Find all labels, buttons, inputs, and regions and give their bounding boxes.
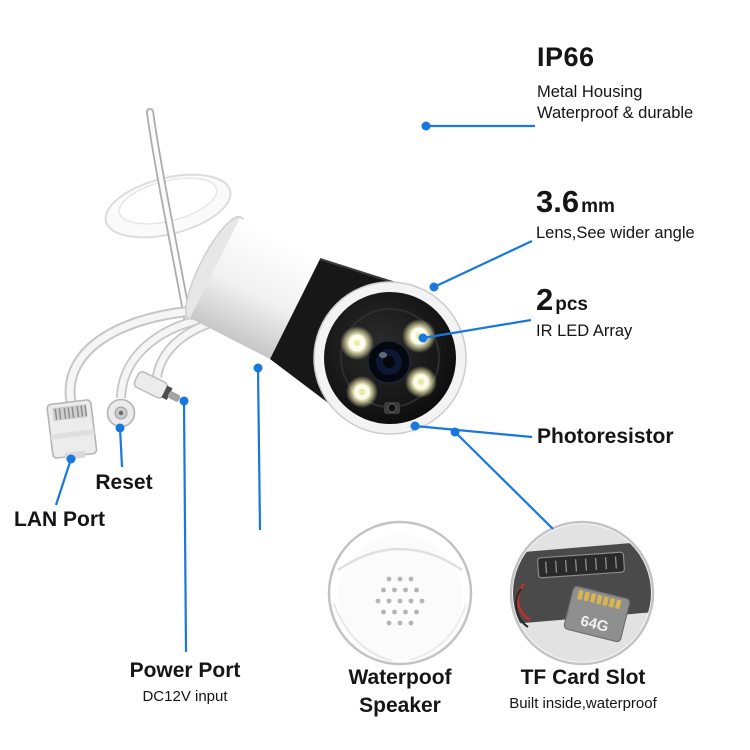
lens-desc: Lens,See wider angle	[536, 224, 695, 242]
tf-card-inset: 64G	[509, 520, 655, 666]
callout-line-lan	[54, 458, 73, 506]
callout-dot-lens	[429, 282, 439, 292]
callout-photoresistor-label: Photoresistor	[537, 425, 674, 448]
callout-dot-power	[179, 396, 189, 406]
callout-lines	[54, 124, 554, 653]
callout-line-tf	[454, 431, 554, 530]
callout-line-power	[182, 400, 188, 653]
callout-line-lens	[433, 240, 533, 288]
lens-unit: mm	[581, 196, 615, 217]
cables-icon	[64, 304, 210, 403]
callout-dot-reset	[115, 423, 125, 433]
ip66-desc1: Metal Housing	[537, 83, 643, 101]
lens-value: 3.6	[536, 184, 580, 219]
speaker-holes-icon	[375, 576, 425, 626]
callout-dot-ip66	[421, 121, 431, 131]
ir-led-desc: IR LED Array	[536, 322, 633, 340]
callout-lan-port-label: LAN Port	[14, 508, 105, 531]
tf-card-label: 64G	[579, 613, 611, 636]
callout-power-port: Power Port DC12V input	[103, 659, 267, 705]
red-wire-icon	[516, 583, 531, 622]
ip66-desc2: Waterproof & durable	[537, 104, 694, 122]
speaker-inset	[327, 520, 473, 666]
callout-ip66: IP66 Metal Housing Waterproof & durable	[537, 42, 693, 124]
callout-line-speaker	[256, 367, 262, 531]
callout-dot-speaker	[253, 363, 263, 373]
tf-card-desc: Built inside,waterproof	[509, 695, 657, 712]
tf-slot-icon	[537, 551, 625, 579]
callout-reset-label: Reset	[95, 471, 153, 494]
tf-card-slot-label: TF Card Slot	[520, 666, 646, 689]
ir-led-unit: pcs	[555, 294, 588, 315]
power-port-desc: DC12V input	[142, 688, 228, 705]
reset-connector-icon	[106, 398, 136, 428]
camera-front	[313, 281, 467, 435]
callout-speaker: Waterpoof Speaker	[316, 664, 484, 720]
callout-line-reset	[118, 427, 124, 468]
callout-dot-lan	[66, 454, 76, 464]
speaker-label-line1: Waterpoof	[348, 666, 452, 689]
power-connector-icon	[133, 371, 181, 402]
callout-line-ir-led	[422, 318, 532, 340]
tf-card-icon: 64G	[563, 585, 631, 643]
callout-dot-ir-led	[418, 333, 428, 343]
photoresistor-icon	[384, 402, 400, 414]
callout-dots	[66, 121, 460, 464]
power-port-label: Power Port	[129, 659, 241, 682]
speaker-label-line2: Speaker	[359, 694, 441, 717]
callout-dot-photoresistor	[410, 421, 420, 431]
callout-dot-tf	[450, 427, 460, 437]
camera-lens-icon	[367, 340, 411, 384]
callout-tf-card: TF Card Slot Built inside,waterproof	[494, 666, 672, 712]
antenna-icon	[146, 108, 192, 326]
ir-led-value: 2	[536, 282, 554, 317]
callout-line-photoresistor	[414, 424, 533, 439]
lan-connector-icon	[46, 399, 98, 461]
ip66-title: IP66	[537, 42, 595, 72]
black-wire-icon	[515, 588, 529, 628]
